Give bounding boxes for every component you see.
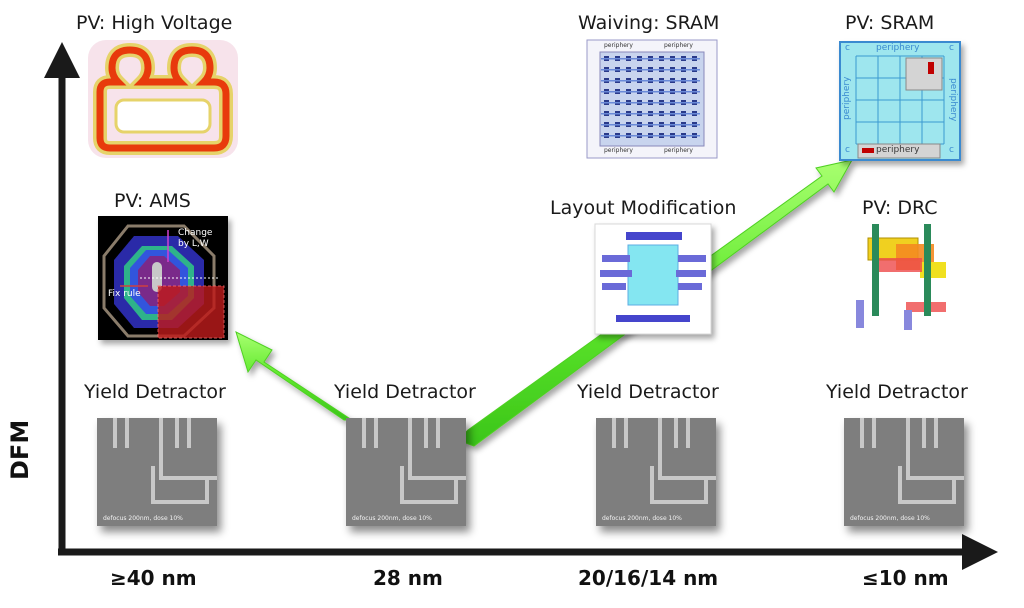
label-yield-detractor-28nm: Yield Detractor bbox=[334, 381, 476, 403]
y-axis bbox=[44, 42, 80, 552]
sem-image-10nm: defocus 200nm, dose 10% bbox=[844, 418, 964, 526]
sem-image-20nm: defocus 200nm, dose 10% bbox=[596, 418, 716, 526]
sem-image-40nm: defocus 200nm, dose 10% bbox=[97, 418, 217, 526]
x-tick-40nm: ≥40 nm bbox=[110, 566, 197, 590]
sram-periphery-top: periphery bbox=[876, 43, 920, 53]
sem-caption: defocus 200nm, dose 10% bbox=[352, 515, 432, 522]
sram-periphery-bottom: periphery bbox=[876, 145, 920, 155]
high-voltage-layout-image bbox=[88, 40, 238, 158]
sram-periphery-left: periphery bbox=[842, 76, 852, 120]
sram-corner-tl: c bbox=[845, 43, 850, 53]
label-layout-modification: Layout Modification bbox=[550, 197, 737, 219]
label-yield-detractor-10nm: Yield Detractor bbox=[826, 381, 968, 403]
x-axis bbox=[58, 534, 998, 570]
label-pv-ams: PV: AMS bbox=[114, 190, 191, 212]
label-waiving-sram: Waiving: SRAM bbox=[578, 12, 720, 34]
ams-change-text: Change by L,W bbox=[178, 228, 213, 249]
layout-modification-image bbox=[594, 223, 712, 335]
waiving-periphery-top-1: periphery bbox=[604, 42, 633, 49]
pv-sram-image bbox=[839, 41, 961, 161]
waiving-periphery-top-2: periphery bbox=[664, 42, 693, 49]
x-tick-28nm: 28 nm bbox=[373, 566, 443, 590]
waiving-periphery-bottom-1: periphery bbox=[604, 147, 633, 154]
label-pv-high-voltage: PV: High Voltage bbox=[76, 12, 233, 34]
x-tick-10nm: ≤10 nm bbox=[862, 566, 949, 590]
sram-periphery-right: periphery bbox=[948, 78, 958, 122]
drc-layout-image bbox=[856, 224, 946, 330]
waiving-sram-image bbox=[586, 39, 718, 159]
y-axis-label: DFM bbox=[6, 419, 34, 480]
ams-fix-rule-text: Fix rule bbox=[108, 289, 141, 299]
sem-caption: defocus 200nm, dose 10% bbox=[602, 515, 682, 522]
x-tick-20-16-14nm: 20/16/14 nm bbox=[578, 566, 719, 590]
label-yield-detractor-40nm: Yield Detractor bbox=[84, 381, 226, 403]
sem-image-28nm: defocus 200nm, dose 10% bbox=[346, 418, 466, 526]
sem-caption: defocus 200nm, dose 10% bbox=[850, 515, 930, 522]
label-pv-drc: PV: DRC bbox=[862, 197, 938, 219]
label-yield-detractor-20nm: Yield Detractor bbox=[577, 381, 719, 403]
trend-arrow-to-ams bbox=[235, 331, 354, 421]
sram-corner-bl: c bbox=[845, 145, 850, 155]
sem-caption: defocus 200nm, dose 10% bbox=[103, 515, 183, 522]
label-pv-sram: PV: SRAM bbox=[845, 12, 935, 34]
ams-layout-image bbox=[98, 216, 228, 340]
sram-corner-br: c bbox=[949, 145, 954, 155]
sram-corner-tr: c bbox=[949, 43, 954, 53]
waiving-periphery-bottom-2: periphery bbox=[664, 147, 693, 154]
